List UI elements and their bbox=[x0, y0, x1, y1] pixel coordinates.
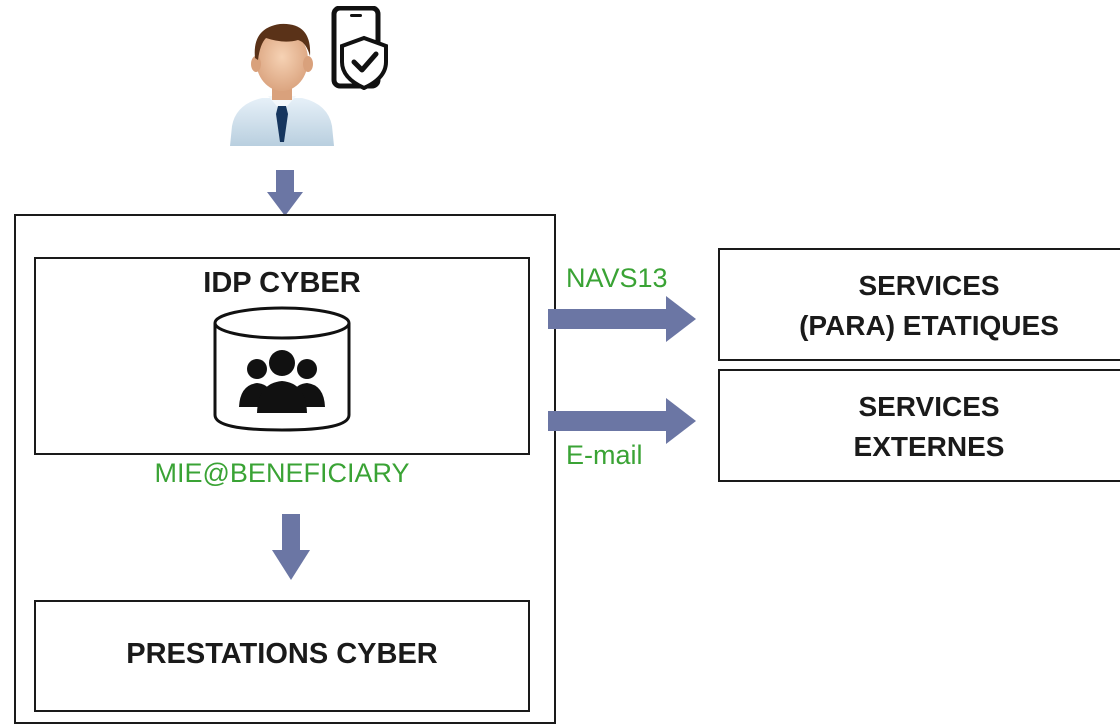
external-services-box: SERVICES EXTERNES bbox=[718, 369, 1120, 482]
arrow-user-to-idp bbox=[267, 170, 303, 216]
mobile-shield-check-icon bbox=[330, 6, 390, 90]
database-users-icon bbox=[212, 305, 352, 433]
prestations-label: PRESTATIONS CYBER bbox=[126, 638, 438, 670]
idp-attribute-label: MIE@BENEFICIARY bbox=[154, 458, 410, 488]
prestations-cyber-box: PRESTATIONS CYBER bbox=[34, 600, 530, 712]
arrow-idp-to-prestations bbox=[272, 514, 310, 580]
para-services-box: SERVICES (PARA) ETATIQUES bbox=[718, 248, 1120, 361]
idp-title: IDP CYBER bbox=[203, 267, 361, 299]
para-services-line2: (PARA) ETATIQUES bbox=[799, 310, 1059, 341]
para-services-line1: SERVICES bbox=[858, 270, 1000, 301]
external-services-line1: SERVICES bbox=[858, 391, 1000, 422]
para-flow-attribute-label: NAVS13 bbox=[566, 263, 668, 293]
arrow-idp-to-para-services bbox=[548, 296, 696, 342]
external-services-line2: EXTERNES bbox=[853, 431, 1005, 462]
arrow-idp-to-external-services bbox=[548, 398, 696, 444]
external-flow-attribute-label: E-mail bbox=[566, 440, 643, 470]
idp-cyber-box: IDP CYBER bbox=[34, 257, 530, 455]
user-avatar-icon bbox=[222, 8, 342, 146]
